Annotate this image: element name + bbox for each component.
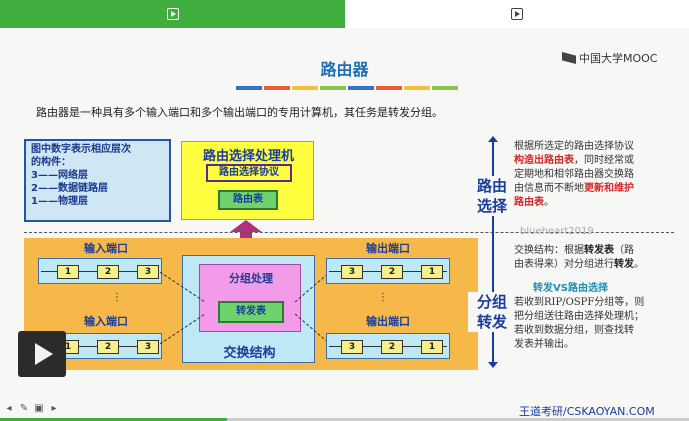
plane-axis bbox=[492, 140, 494, 364]
packet-processing-title: 分组处理 bbox=[229, 272, 273, 285]
text-line: 若收到数据分组，则查找转 bbox=[514, 325, 634, 336]
layer-cell: 3 bbox=[341, 340, 363, 354]
layer-cell: 1 bbox=[57, 265, 79, 279]
legend-line: 3——网络层 bbox=[31, 170, 88, 181]
input-port: 1 2 3 bbox=[38, 258, 162, 284]
routing-side-label: 路由 选择 bbox=[468, 176, 516, 216]
text-span: （路 bbox=[614, 245, 634, 256]
packet-processing: 分组处理 转发表 bbox=[199, 264, 301, 332]
color-bar-segment bbox=[376, 86, 402, 90]
text-line: 由表得来）对分组进行转发。 bbox=[514, 258, 644, 272]
mooc-logo: 中国大学MOOC bbox=[562, 50, 658, 66]
highlight-text: 路由表 bbox=[514, 197, 544, 208]
progress-fill bbox=[0, 418, 228, 421]
text-line: 定期地和相邻路由器交换路 bbox=[514, 169, 634, 180]
legend-line: 图中数字表示相应层次 bbox=[31, 144, 131, 155]
routing-description: 根据所选定的路由选择协议 构造出路由表，同时经常或 定期地和相邻路由器交换路 由… bbox=[514, 140, 634, 210]
fabric-link-dashes bbox=[160, 271, 206, 345]
screen-icon[interactable]: ▣ bbox=[34, 403, 44, 414]
mooc-logo-icon bbox=[562, 52, 576, 64]
slide-tab-bar bbox=[0, 0, 689, 28]
routing-protocol-box: 路由选择协议 bbox=[206, 164, 292, 182]
layer-cell: 1 bbox=[421, 265, 443, 279]
legend-line: 1——物理层 bbox=[31, 196, 88, 207]
progress-bar[interactable] bbox=[0, 418, 689, 421]
text-line: 交换结构：根据转发表（路 bbox=[514, 244, 644, 258]
legend-line: 的构件： bbox=[31, 157, 71, 168]
watermark: blueheart2019 bbox=[520, 226, 594, 237]
color-bar-segment bbox=[292, 86, 318, 90]
text-line: 若收到RIP/OSPF分组等，则 bbox=[514, 297, 645, 308]
layer-legend: 图中数字表示相应层次 的构件： 3——网络层 2——数据链路层 1——物理层 bbox=[24, 139, 171, 222]
layer-cell: 2 bbox=[381, 340, 403, 354]
routing-processor-title: 路由选择处理机 bbox=[202, 149, 294, 164]
packet-handling-description: 若收到RIP/OSPF分组等，则 把分组送往路由选择处理机； 若收到数据分组，则… bbox=[514, 296, 644, 352]
output-port: 3 2 1 bbox=[326, 258, 450, 284]
color-bar-segment bbox=[320, 86, 346, 90]
switching-fabric: 分组处理 转发表 交换结构 bbox=[182, 255, 315, 363]
output-port-label: 输出端口 bbox=[366, 315, 410, 328]
layer-cell: 2 bbox=[97, 340, 119, 354]
layer-cell: 3 bbox=[341, 265, 363, 279]
text-line: 由信息而不断地更新和维护 bbox=[514, 182, 634, 196]
plane-divider bbox=[24, 232, 674, 233]
forwarding-description: 交换结构：根据转发表（路 由表得来）对分组进行转发。 bbox=[514, 244, 644, 272]
player-toolbar: ◂ ✎ ▣ ▸ bbox=[4, 404, 59, 414]
text-span: 交换结构：根据 bbox=[514, 245, 584, 256]
arrow-left-icon[interactable]: ◂ bbox=[6, 403, 12, 414]
tab-slide-2[interactable] bbox=[345, 0, 689, 28]
play-icon bbox=[166, 8, 179, 20]
forwarding-vs-routing: 转发VS路由选择 bbox=[533, 283, 608, 294]
text-span: 。 bbox=[544, 197, 554, 208]
output-port: 3 2 1 bbox=[326, 333, 450, 359]
bold-text: 转发 bbox=[614, 259, 634, 270]
highlight-text: 构造出路由表 bbox=[514, 155, 574, 166]
color-bar-segment bbox=[236, 86, 262, 90]
switching-fabric-label: 交换结构 bbox=[223, 346, 276, 361]
layer-cell: 3 bbox=[137, 265, 159, 279]
color-bar-segment bbox=[264, 86, 290, 90]
color-bar-segment bbox=[432, 86, 458, 90]
routing-processor: 路由选择处理机 路由选择协议 路由表 bbox=[181, 141, 314, 220]
text-span: 由表得来）对分组进行 bbox=[514, 259, 614, 270]
fabric-link-dashes bbox=[295, 271, 331, 345]
play-button[interactable] bbox=[18, 331, 66, 377]
text-line: 把分组送往路由选择处理机； bbox=[514, 311, 644, 322]
arrow-right-icon[interactable]: ▸ bbox=[51, 403, 57, 414]
text-line: 发表并输出。 bbox=[514, 339, 574, 350]
output-port-label: 输出端口 bbox=[366, 242, 410, 255]
tab-slide-1[interactable] bbox=[0, 0, 345, 28]
intro-text: 路由器是一种具有多个输入端口和多个输出端口的专用计算机，其任务是转发分组。 bbox=[36, 106, 443, 119]
color-bar-segment bbox=[348, 86, 374, 90]
forwarding-table-box: 转发表 bbox=[218, 301, 284, 323]
legend-line: 2——数据链路层 bbox=[31, 183, 108, 194]
bold-text: 转发表 bbox=[584, 245, 614, 256]
arrow-up-icon bbox=[488, 136, 498, 142]
arrow-down-icon bbox=[488, 362, 498, 368]
input-port-label: 输入端口 bbox=[84, 242, 128, 255]
text-span: 。 bbox=[634, 259, 644, 270]
text-span: 由信息而不断地 bbox=[514, 183, 584, 194]
input-port-label: 输入端口 bbox=[84, 315, 128, 328]
play-icon bbox=[511, 8, 523, 20]
pencil-icon[interactable]: ✎ bbox=[19, 403, 29, 414]
ellipsis: ⋮ bbox=[378, 292, 388, 303]
layer-cell: 1 bbox=[421, 340, 443, 354]
layer-cell: 2 bbox=[381, 265, 403, 279]
layer-cell: 2 bbox=[97, 265, 119, 279]
mooc-logo-text: 中国大学MOOC bbox=[579, 52, 658, 65]
text-line: 路由表。 bbox=[514, 196, 634, 210]
highlight-text: 更新和维护 bbox=[584, 183, 634, 194]
text-line: 根据所选定的路由选择协议 bbox=[514, 141, 634, 152]
text-span: ，同时经常或 bbox=[574, 155, 634, 166]
color-bar-segment bbox=[404, 86, 430, 90]
text-line: 构造出路由表，同时经常或 bbox=[514, 154, 634, 168]
layer-cell: 3 bbox=[137, 340, 159, 354]
ellipsis: ⋮ bbox=[112, 292, 122, 303]
routing-table-box: 路由表 bbox=[218, 190, 278, 210]
slide-title: 路由器 bbox=[320, 60, 369, 79]
forwarding-side-label: 分组 转发 bbox=[468, 292, 516, 332]
footer-brand: 王道考研/CSKAOYAN.COM bbox=[519, 405, 655, 418]
